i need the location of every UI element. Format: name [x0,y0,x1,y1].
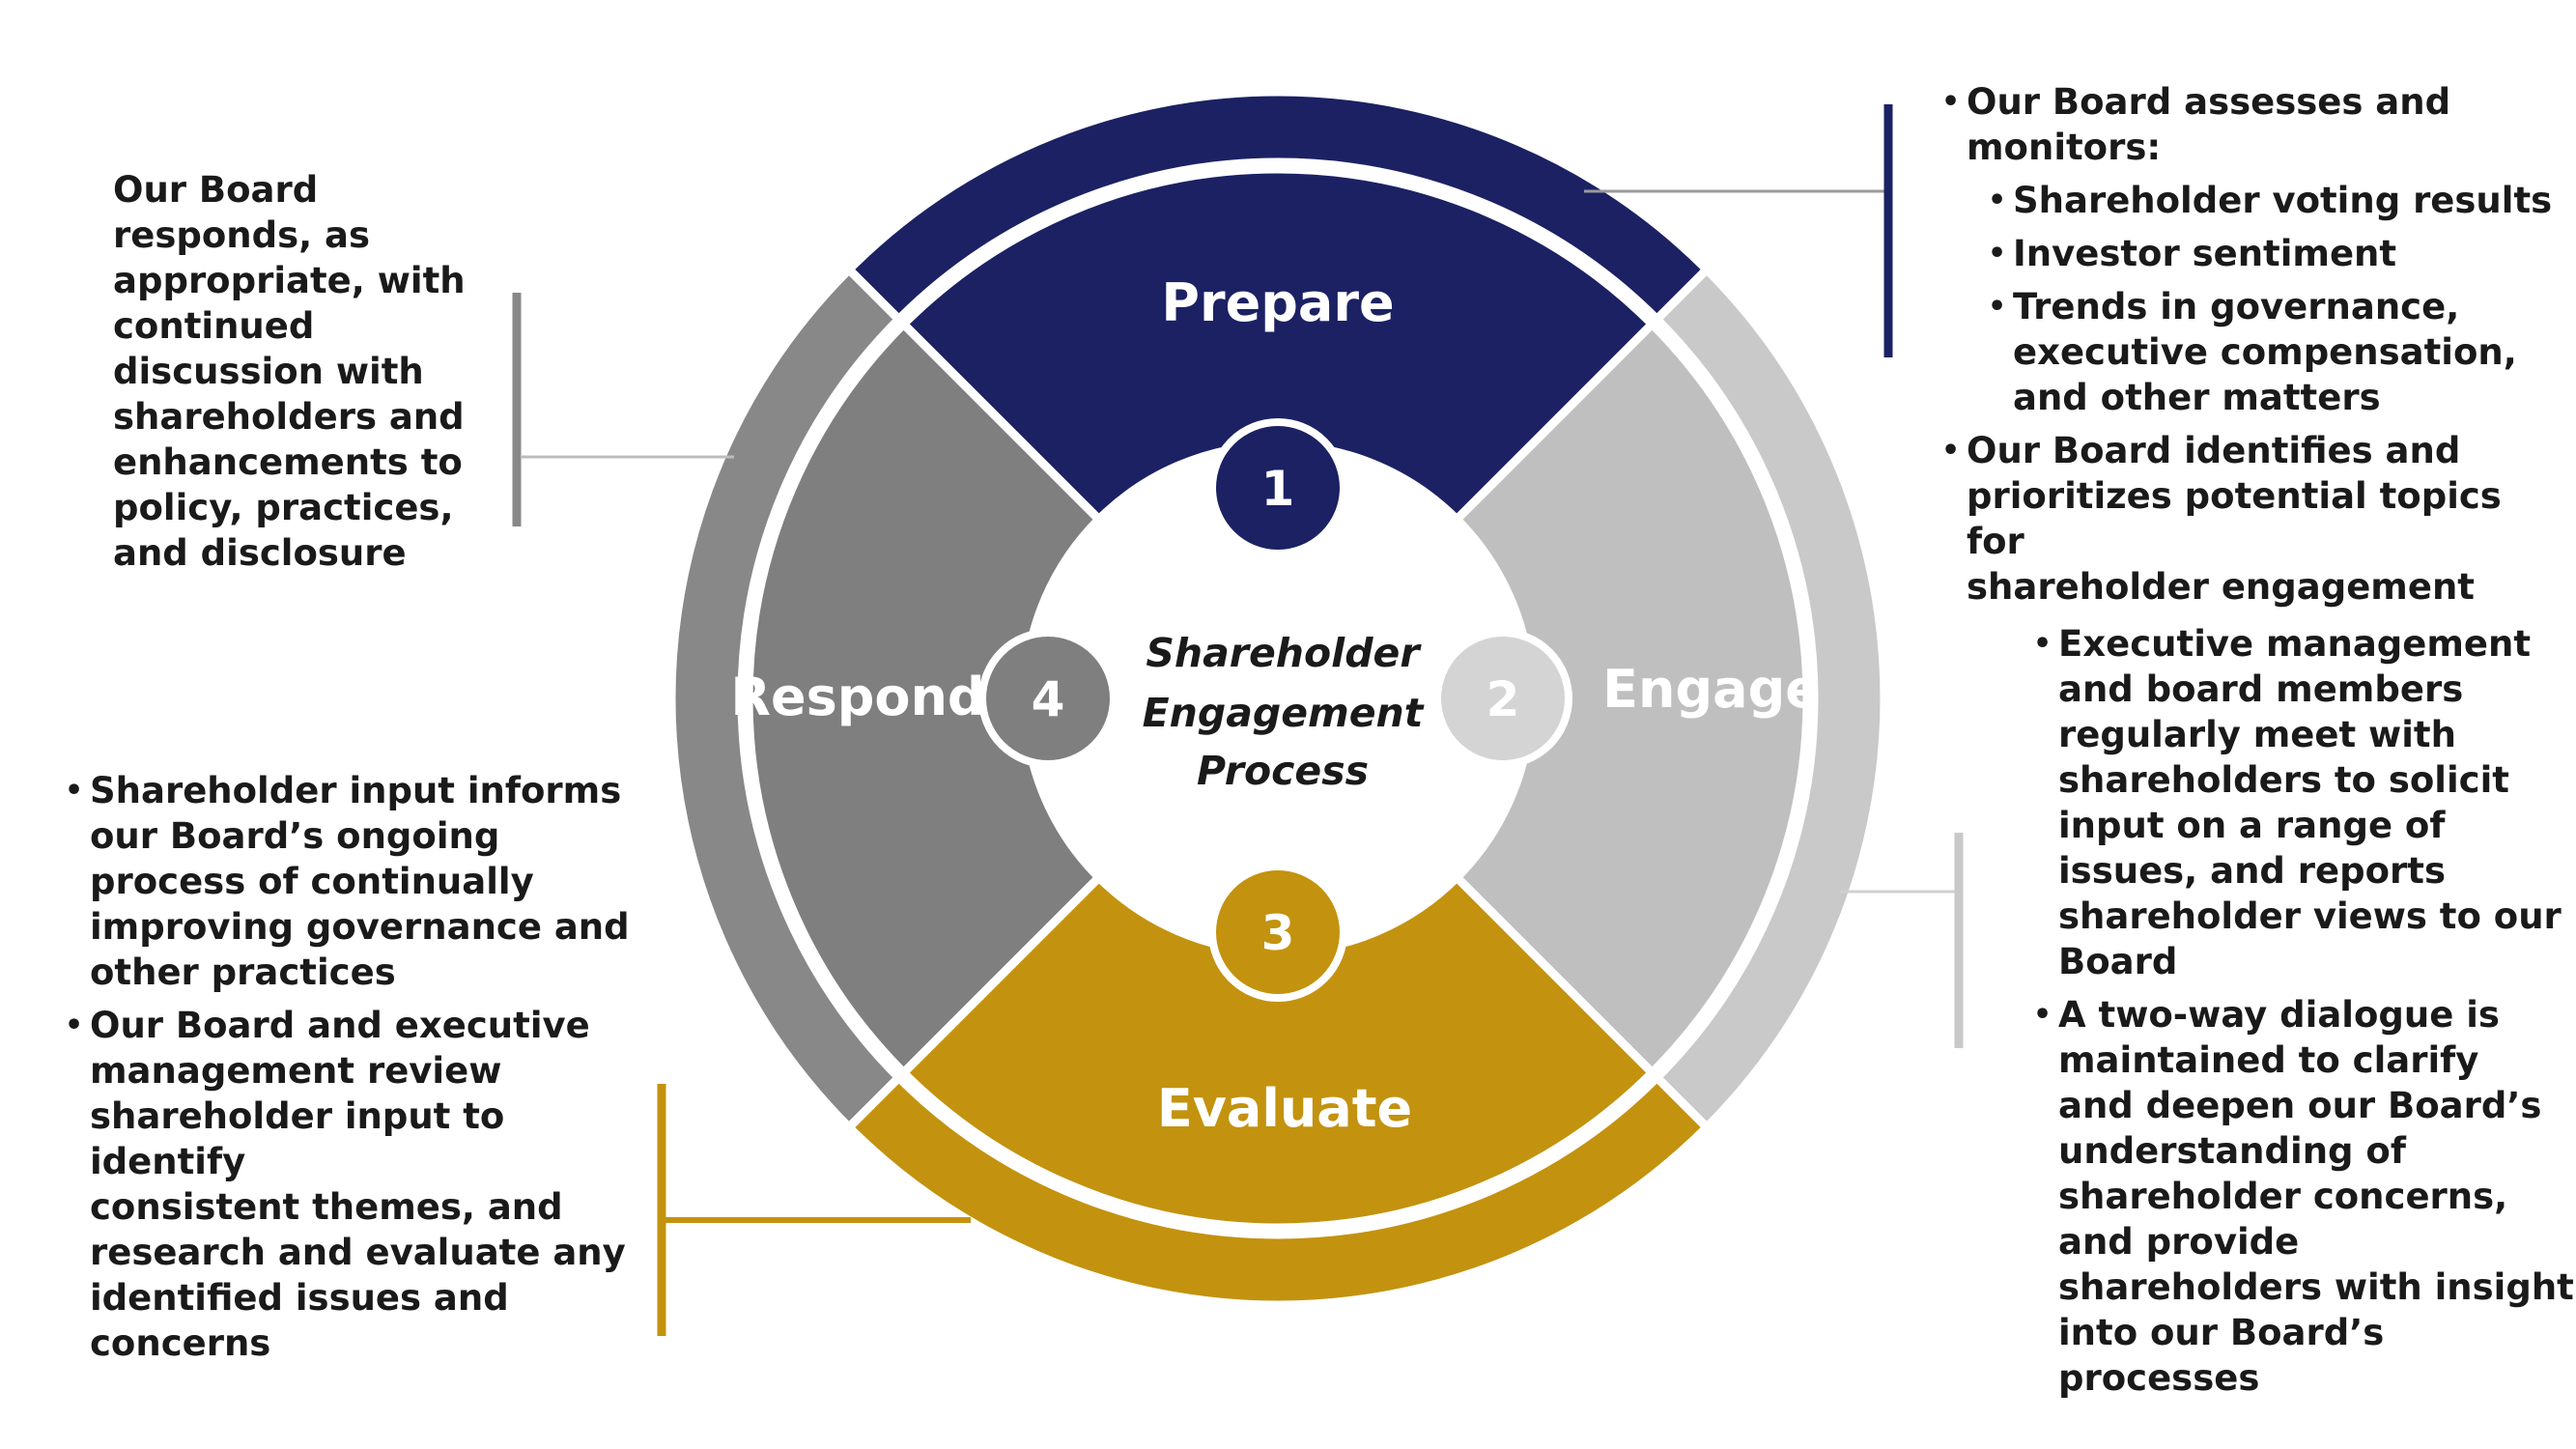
evaluate-bullet-1: Shareholder input informs our Board’s on… [65,768,644,995]
evaluate-label: Evaluate [1157,1078,1412,1139]
engage-line: shareholders with insight [2058,1266,2574,1308]
prepare-bullet-2-line-1: Our Board identifies and [1967,430,2461,471]
step-3-number: 3 [1261,905,1295,961]
evaluate-line: shareholder input to identify [90,1095,505,1182]
respond-label: Respond [730,667,984,727]
center-title-line-3: Process [1197,748,1369,794]
respond-line: Our Board [113,169,319,211]
respond-line: policy, practices, [113,487,454,528]
engage-bullet-1: Executive management and board members r… [2033,621,2574,984]
prepare-description: Our Board assesses and monitors: Shareho… [1941,79,2560,617]
step-2-number: 2 [1486,671,1520,727]
respond-description: Our Board responds, as appropriate, with… [113,167,499,576]
prepare-bullet-1-line-2: monitors: [1967,127,2162,168]
engage-line: into our Board’s [2058,1312,2385,1353]
evaluate-line: other practices [90,952,396,993]
evaluate-line: concerns [90,1322,271,1364]
respond-line: enhancements to [113,441,463,483]
respond-line: and disclosure [113,532,407,574]
engage-line: processes [2058,1357,2260,1399]
prepare-sub-bullet-3-line-3: and other matters [2013,377,2381,418]
center-hub [1025,445,1531,952]
prepare-sub-bullet-3-line-1: Trends in governance, [2013,286,2460,327]
engage-line: A two-way dialogue is [2058,994,2500,1036]
step-4-circle [978,629,1118,768]
evaluate-line: our Board’s ongoing [90,815,500,857]
prepare-bullet-1-line-1: Our Board assesses and [1967,81,2451,123]
step-1-number: 1 [1261,461,1295,517]
prepare-label: Prepare [1161,272,1394,333]
engage-line: maintained to clarify [2058,1039,2479,1081]
center-title-line-1: Shareholder [1146,630,1422,676]
engage-line: shareholders to solicit [2058,759,2509,801]
prepare-sub-bullet-3: Trends in governance, executive compensa… [1941,284,2560,420]
step-3-circle [1208,863,1347,1002]
engage-line: issues, and reports [2058,850,2447,892]
engage-line: shareholder concerns, [2058,1176,2508,1217]
evaluate-description: Shareholder input informs our Board’s on… [65,768,644,1374]
prepare-bullet-1: Our Board assesses and monitors: [1941,79,2560,170]
prepare-bullet-2-line-3: shareholder engagement [1967,566,2475,608]
step-2-circle [1433,629,1572,768]
respond-line: appropriate, with [113,260,466,301]
evaluate-line: Shareholder input informs [90,770,622,811]
step-1-circle [1208,418,1347,557]
evaluate-line: research and evaluate any [90,1232,626,1273]
engage-description: Executive management and board members r… [2033,621,2574,1408]
step-4-number: 4 [1032,671,1065,727]
engage-bullet-2: A two-way dialogue is maintained to clar… [2033,992,2574,1401]
engage-line: understanding of [2058,1130,2406,1172]
prepare-sub-bullet-1: Shareholder voting results [1941,178,2560,223]
respond-line: responds, as [113,214,371,256]
engage-line: and board members [2058,668,2464,710]
engage-label: Engage [1602,659,1821,720]
respond-paragraph: Our Board responds, as appropriate, with… [113,167,499,576]
prepare-sub-bullet-3-line-2: executive compensation, [2013,331,2517,373]
evaluate-line: improving governance and [90,906,630,948]
engage-line: and deepen our Board’s [2058,1085,2542,1126]
respond-line: continued [113,305,315,347]
engage-line: regularly meet with [2058,714,2456,755]
respond-line: discussion with [113,351,424,392]
evaluate-line: management review [90,1050,502,1092]
prepare-bullet-2-line-2: prioritizes potential topics for [1967,475,2502,562]
engage-line: and provide [2058,1221,2300,1263]
prepare-bullet-2: Our Board identifies and prioritizes pot… [1941,428,2560,610]
engage-line: Executive management [2058,623,2532,665]
evaluate-line: consistent themes, and [90,1186,563,1228]
prepare-sub-bullet-2: Investor sentiment [1941,231,2560,276]
engage-line: shareholder views to our [2058,895,2562,937]
respond-outer-arc [666,263,905,1134]
engage-line: Board [2058,941,2178,982]
engage-line: input on a range of [2058,805,2446,846]
respond-line: shareholders and [113,396,465,438]
evaluate-line: process of continually [90,861,534,902]
evaluate-line: Our Board and executive [90,1005,590,1046]
evaluate-line: identified issues and [90,1277,509,1319]
center-title-line-2: Engagement [1143,690,1425,736]
evaluate-bullet-2: Our Board and executive management revie… [65,1003,644,1366]
